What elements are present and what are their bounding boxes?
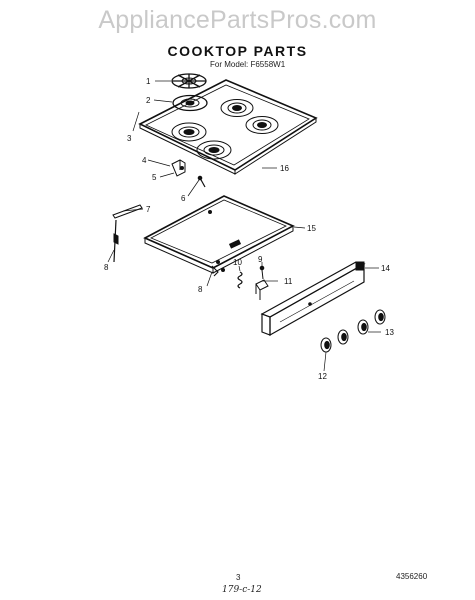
callout-2: 2 <box>146 96 151 105</box>
handwritten-note: 179-c-12 <box>222 585 262 595</box>
page-title: COOKTOP PARTS <box>167 43 308 59</box>
screw <box>259 265 265 280</box>
callout-1: 1 <box>146 77 151 86</box>
control-knob <box>320 337 332 353</box>
callout-3: 3 <box>127 134 132 143</box>
control-knob <box>374 309 386 325</box>
document-number: 4356260 <box>396 572 428 581</box>
callout-16: 16 <box>280 164 289 173</box>
hinge-bracket <box>171 159 186 177</box>
page-number: 3 <box>236 573 241 582</box>
watermark: AppliancePartsPros.com <box>98 6 377 34</box>
callout-13: 13 <box>385 328 394 337</box>
cooktop-top <box>138 79 318 175</box>
callout-8b: 8 <box>198 285 203 294</box>
control-panel <box>260 261 366 337</box>
callout-labels: 1 2 3 4 5 6 7 8 8 9 10 11 12 13 14 15 16 <box>104 77 394 381</box>
screw <box>197 175 206 188</box>
hinge-pin <box>211 265 225 277</box>
callout-8a: 8 <box>104 263 109 272</box>
callout-4: 4 <box>142 156 147 165</box>
drip-bowl <box>172 94 208 112</box>
callout-6: 6 <box>181 194 186 203</box>
callout-14: 14 <box>381 264 390 273</box>
burner-box <box>143 195 295 274</box>
callout-9: 9 <box>258 255 263 264</box>
leader-lines <box>107 80 381 372</box>
callout-15: 15 <box>307 224 316 233</box>
clip <box>255 279 269 300</box>
control-knob <box>357 319 369 335</box>
control-knob <box>337 329 349 345</box>
model-subtitle: For Model: F6558W1 <box>210 60 286 69</box>
support-rod <box>112 204 143 263</box>
spring-clip <box>237 271 243 289</box>
callout-10: 10 <box>233 258 242 267</box>
callout-11: 11 <box>284 277 293 286</box>
callout-5: 5 <box>152 173 157 182</box>
burner-grate <box>171 73 207 89</box>
callout-12: 12 <box>318 372 327 381</box>
callout-7: 7 <box>146 205 151 214</box>
